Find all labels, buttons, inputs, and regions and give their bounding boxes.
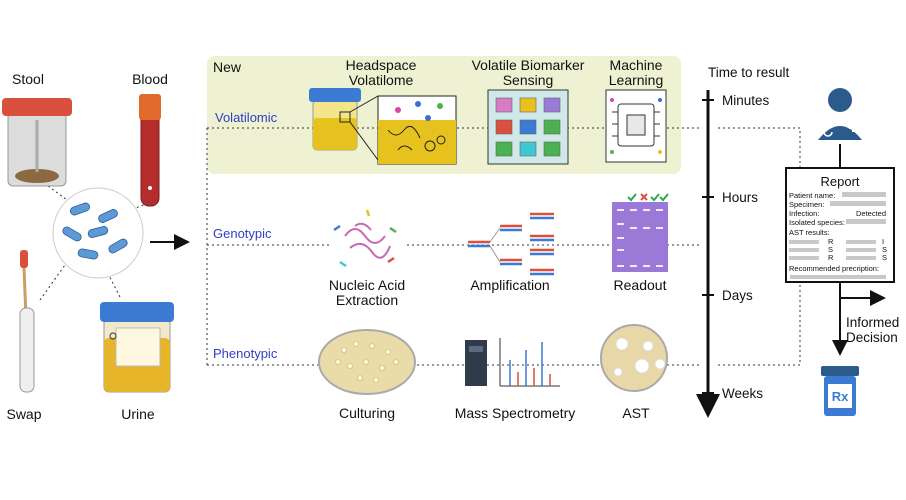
blood-label: Blood <box>132 71 168 87</box>
time-axis-ticks <box>702 99 714 394</box>
report-infection: Infection: <box>789 209 820 218</box>
sensor-array-icon <box>487 89 569 165</box>
headspace-volatilome-label: Headspace Volatilome <box>345 57 417 88</box>
headspace-jar-icon <box>309 88 379 161</box>
report-isolated-species: Isolated species: <box>789 218 845 227</box>
report-infection-value: Detected <box>856 209 887 218</box>
blood-tube-icon <box>139 94 161 207</box>
gel-readout-icon <box>612 193 669 272</box>
swab-icon <box>19 250 35 393</box>
machine-learning-label: Machine Learning <box>608 57 664 88</box>
ast-row-3-left: R <box>828 253 834 262</box>
nucleic-acid-icon <box>329 204 405 280</box>
informed-decision-label: Informed Decision <box>846 315 900 345</box>
ast-plate-icon <box>600 324 668 392</box>
tick-hours: Hours <box>722 190 759 205</box>
mass-spectrometry-label: Mass Spectrometry <box>454 405 576 421</box>
swap-label: Swap <box>6 406 42 422</box>
culturing-label: Culturing <box>338 405 396 421</box>
volatilome-zoom-icon <box>377 95 457 165</box>
time-to-result-title: Time to result <box>708 65 790 80</box>
ast-row-3-right: S <box>882 253 888 262</box>
amplification-label: Amplification <box>470 277 550 293</box>
volatile-biomarker-sensing-label: Volatile Biomarker Sensing <box>471 57 585 88</box>
prescription-bottle-icon <box>821 366 859 416</box>
tick-minutes: Minutes <box>722 93 770 108</box>
stool-label: Stool <box>12 71 44 87</box>
mass-spectrometer-icon <box>465 338 560 387</box>
new-badge: New <box>213 59 242 75</box>
ast-row-2-left: S <box>828 245 834 254</box>
stool-container-icon <box>2 98 72 187</box>
tick-weeks: Weeks <box>722 386 764 401</box>
report-card <box>785 167 895 283</box>
tick-days: Days <box>722 288 753 303</box>
machine-learning-chip-icon <box>605 89 667 163</box>
doctor-icon <box>818 88 862 140</box>
readout-label: Readout <box>613 277 667 293</box>
bacteria-icon <box>52 187 144 279</box>
report-recommended: Recommended precription: <box>789 264 880 273</box>
rx-label: Rx <box>831 389 849 404</box>
phenotypic-row-label: Phenotypic <box>213 346 278 361</box>
amplification-icon <box>468 212 554 276</box>
ast-label: AST <box>622 405 650 421</box>
urine-container-icon <box>100 302 174 393</box>
report-ast-results: AST results: <box>789 228 830 237</box>
nucleic-acid-extraction-label: Nucleic Acid Extraction <box>328 277 406 308</box>
report-patient-name: Patient name: <box>789 191 836 200</box>
urine-label: Urine <box>121 406 155 422</box>
report-title: Report <box>820 174 860 189</box>
petri-dish-culture-icon <box>318 329 416 395</box>
report-specimen: Specimen: <box>789 200 825 209</box>
genotypic-row-label: Genotypic <box>213 226 272 241</box>
ast-row-1-left: R <box>828 237 834 246</box>
ast-row-1-right: I <box>882 237 885 246</box>
ast-row-2-right: S <box>882 245 888 254</box>
volatilomic-row-label: Volatilomic <box>215 110 278 125</box>
